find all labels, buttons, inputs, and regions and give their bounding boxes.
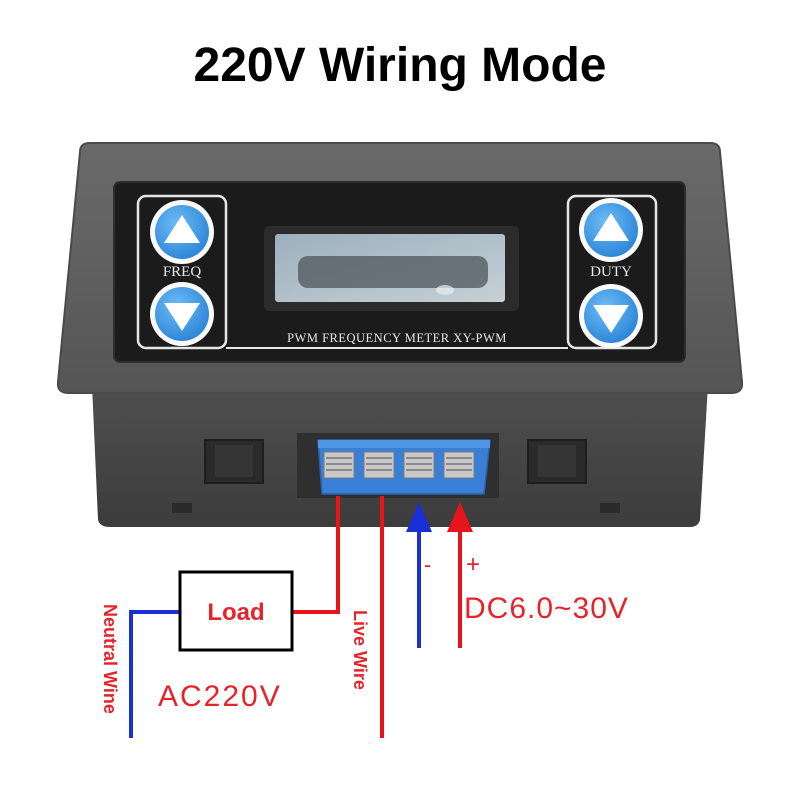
ac-voltage-label: AC220V <box>158 680 282 713</box>
duty-frame <box>566 194 658 350</box>
arrow-up-icon <box>593 213 629 241</box>
arrow-down-icon <box>164 303 200 331</box>
terminal-screw <box>443 451 475 479</box>
duty-up-button[interactable] <box>579 198 643 262</box>
neutral-wire <box>129 610 180 738</box>
panel-label: PWM FREQUENCY METER XY-PWM <box>287 331 507 345</box>
dc-voltage-label: DC6.0~30V <box>464 592 629 625</box>
freq-down-button[interactable] <box>150 282 214 346</box>
negative-sign: - <box>424 552 431 577</box>
terminal-screw <box>403 451 435 479</box>
faceplate <box>113 181 686 363</box>
lcd-display <box>264 226 519 311</box>
terminal-screw <box>363 451 395 479</box>
freq-label: FREQ <box>163 264 202 280</box>
wires <box>129 496 473 738</box>
load-live-wire <box>292 496 340 614</box>
duty-label: DUTY <box>590 264 632 280</box>
arrow-down-icon <box>593 305 629 333</box>
arrow-up-icon <box>406 502 432 532</box>
neutral-wire-label: Neutral Wine <box>100 604 120 714</box>
terminal-block <box>317 439 491 495</box>
live-wire-label: Live Wire <box>350 610 370 690</box>
arrow-up-icon <box>164 215 200 243</box>
arrow-up-icon <box>447 502 473 532</box>
load-label: Load <box>207 599 264 626</box>
page-title: 220V Wiring Mode <box>193 39 607 92</box>
load-box <box>178 570 294 652</box>
freq-frame <box>136 194 228 350</box>
duty-down-button[interactable] <box>579 284 643 348</box>
freq-up-button[interactable] <box>150 200 214 264</box>
terminal-screw <box>323 451 355 479</box>
positive-sign: + <box>466 551 480 578</box>
